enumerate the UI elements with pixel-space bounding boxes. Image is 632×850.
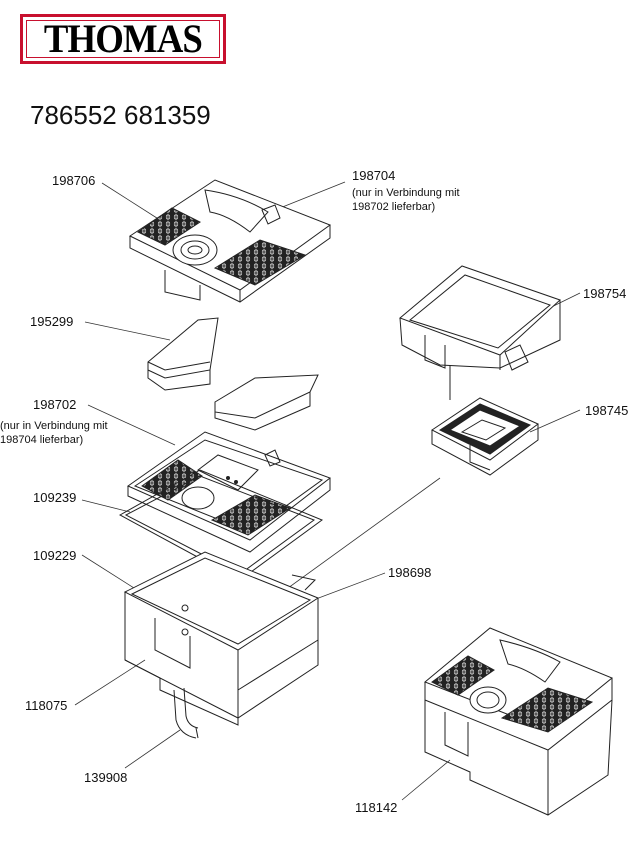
part-198702-tray [128, 432, 330, 552]
label-109239: 109239 [33, 490, 77, 505]
part-118075-tank [125, 552, 318, 725]
label-118142: 118142 [355, 800, 398, 815]
part-198754-cover [400, 266, 560, 400]
label-109229: 109229 [33, 548, 77, 563]
label-198702: 198702 [33, 397, 77, 412]
part-198745-insert [432, 398, 538, 475]
label-139908: 139908 [84, 770, 128, 785]
note-198702-line-2: 198704 lieferbar) [0, 434, 84, 446]
part-118142-assembly [425, 628, 612, 815]
label-198698: 198698 [388, 565, 432, 580]
label-198745: 198745 [585, 403, 629, 418]
label-198706: 198706 [52, 173, 96, 188]
part-195299-filters [148, 318, 318, 430]
note-198702-line-1: (nur in Verbindung mit [0, 420, 108, 432]
label-198754: 198754 [583, 286, 627, 301]
part-198706-lid [130, 180, 330, 302]
brand-logo-frame: THOMAS [26, 16, 220, 61]
note-198704-line-1: (nur in Verbindung mit [352, 187, 460, 199]
brand-logo: THOMAS [20, 14, 226, 64]
page-title: 786552 681359 [30, 100, 211, 130]
note-198704-line-2: 198702 lieferbar) [352, 201, 436, 213]
part-139908-hose [174, 688, 198, 738]
label-198704: 198704 [352, 168, 396, 183]
brand-logo-text: THOMAS [43, 16, 203, 61]
label-118075: 118075 [25, 698, 68, 713]
label-195299: 195299 [30, 314, 74, 329]
